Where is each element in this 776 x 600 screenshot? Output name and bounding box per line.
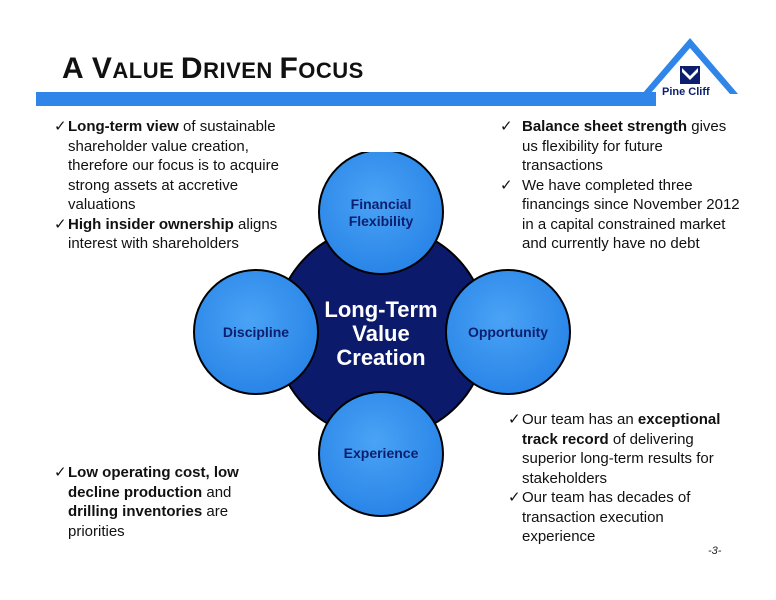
right-circle-label: Opportunity (468, 324, 548, 340)
page-title: A VALUE DRIVEN FOCUS (62, 52, 364, 86)
bullet-text: of delivering superior long-term results… (522, 430, 714, 487)
bullet-item: ✓ High insider ownership aligns interest… (54, 215, 294, 254)
bullet-bold: exceptional track record (522, 411, 721, 448)
logo-text: Pine Cliff (662, 86, 710, 98)
bullet-item: ✓ Our team has an exceptional track reco… (508, 410, 738, 488)
left-circle-label: Discipline (223, 324, 289, 340)
bullet-text: Our team has an (522, 411, 638, 428)
title-part: OCUS (298, 58, 364, 83)
check-icon: ✓ (54, 215, 67, 233)
title-underline-bar (36, 92, 656, 106)
title-part: F (279, 52, 299, 85)
check-icon: ✓ (54, 464, 67, 481)
check-icon: ✓ (508, 489, 521, 506)
bottom-circle-label: Experience (344, 445, 419, 461)
title-part: A (62, 52, 92, 85)
right-circle (445, 269, 571, 395)
bullet-text: aligns interest with shareholders (68, 215, 278, 253)
check-icon: ✓ (508, 411, 521, 428)
bullet-item: ✓ Long-term view of sustainable sharehol… (54, 117, 294, 215)
left-circle (193, 269, 319, 395)
bullet-bold: Long-term view (68, 118, 179, 135)
bullet-bold: Balance sheet strength (522, 118, 688, 135)
bullet-text: gives us flexibility for future transact… (522, 118, 727, 174)
bullet-bold: drilling inventories (68, 503, 203, 520)
check-icon: ✓ (500, 176, 513, 194)
bullet-text: We have completed three financings since… (522, 176, 740, 253)
top-circle-label-line2: Flexibility (349, 213, 414, 229)
bullet-bold: High insider ownership (68, 215, 234, 233)
bullet-text: are priorities (68, 503, 229, 540)
bullet-bold: Low operating cost, low decline producti… (68, 464, 239, 501)
bullet-item: ✓ Low operating cost, low decline produc… (54, 463, 274, 541)
title-part: RIVEN (203, 58, 280, 83)
logo-emblem-mark (682, 68, 698, 80)
center-label-line2: Value (352, 321, 409, 346)
bullet-item: ✓ Our team has decades of transaction ex… (508, 488, 738, 547)
bullet-text: and (202, 483, 232, 501)
logo-roof (642, 38, 738, 94)
top-circle-label-line1: Financial (351, 196, 412, 212)
value-creation-diagram: Financial Flexibility Discipline Opportu… (193, 152, 571, 517)
logo-emblem (680, 66, 700, 84)
bullet-item: ✓ Balance sheet strength gives us flexib… (500, 117, 740, 176)
bottom-right-bullets: ✓ Our team has an exceptional track reco… (508, 410, 738, 547)
check-icon: ✓ (500, 118, 513, 135)
bottom-left-bullets: ✓ Low operating cost, low decline produc… (54, 463, 274, 541)
pine-cliff-logo-icon (642, 38, 738, 94)
check-icon: ✓ (54, 118, 67, 135)
top-circle (318, 152, 444, 275)
title-part: D (180, 52, 204, 85)
bullet-item: ✓ We have completed three financings sin… (500, 176, 740, 254)
title-part: ALUE (112, 58, 181, 83)
bullet-text: Our team has decades of transaction exec… (522, 489, 691, 545)
top-left-bullets: ✓ Long-term view of sustainable sharehol… (54, 117, 294, 254)
bottom-circle (318, 391, 444, 517)
title-part: V (91, 52, 113, 85)
top-right-bullets: ✓ Balance sheet strength gives us flexib… (500, 117, 740, 254)
page-number: -3- (708, 545, 722, 557)
bullet-text: of sustainable shareholder value creatio… (68, 118, 279, 213)
center-label-line3: Creation (336, 345, 425, 370)
center-label-line1: Long-Term (324, 297, 437, 322)
